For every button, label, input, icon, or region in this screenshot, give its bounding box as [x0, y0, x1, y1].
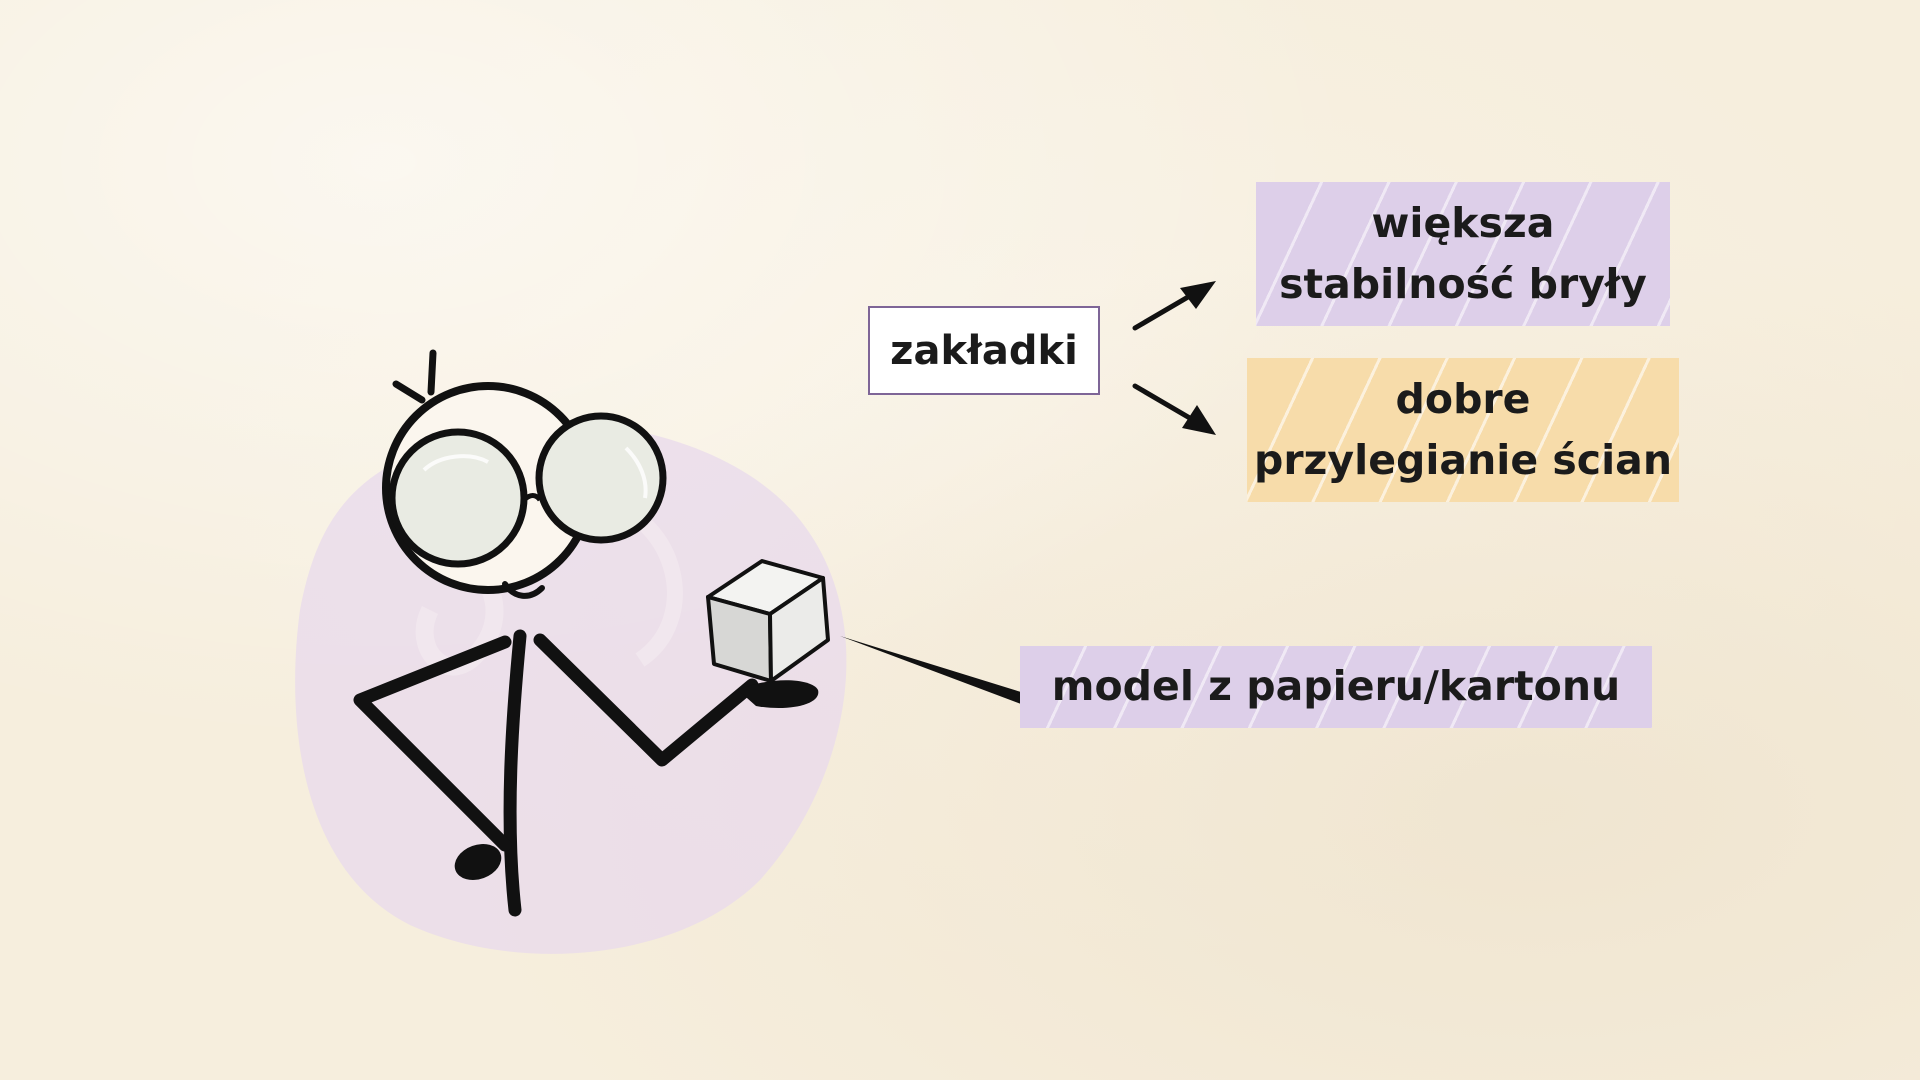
hair-strand-icon [392, 380, 426, 404]
hair-strand-icon [427, 349, 437, 396]
pointer-line [840, 636, 1021, 704]
right-hand-icon [738, 680, 819, 709]
effect-stability-box: większa stabilność bryły [1256, 182, 1670, 326]
body-icon [503, 629, 527, 917]
left-hand-icon [454, 844, 502, 880]
arrow-up-right-icon [1132, 281, 1216, 331]
arrow-down-right-icon [1132, 383, 1216, 435]
glasses-icon [388, 412, 667, 568]
left-arm-icon [353, 635, 512, 852]
right-arm-icon [533, 633, 759, 767]
effect-stability-text: większa stabilność bryły [1279, 198, 1647, 309]
effect-adhesion-box: dobre przylegianie ścian [1247, 358, 1679, 502]
label-zakladki: zakładki [868, 306, 1100, 395]
model-label-box: model z papieru/kartonu [1020, 646, 1652, 728]
model-label-text: model z papieru/kartonu [1051, 662, 1621, 711]
label-zakladki-text: zakładki [890, 327, 1078, 374]
effect-adhesion-text: dobre przylegianie ścian [1253, 374, 1673, 485]
smile-icon [502, 581, 545, 599]
paper-cube-icon [706, 559, 830, 683]
